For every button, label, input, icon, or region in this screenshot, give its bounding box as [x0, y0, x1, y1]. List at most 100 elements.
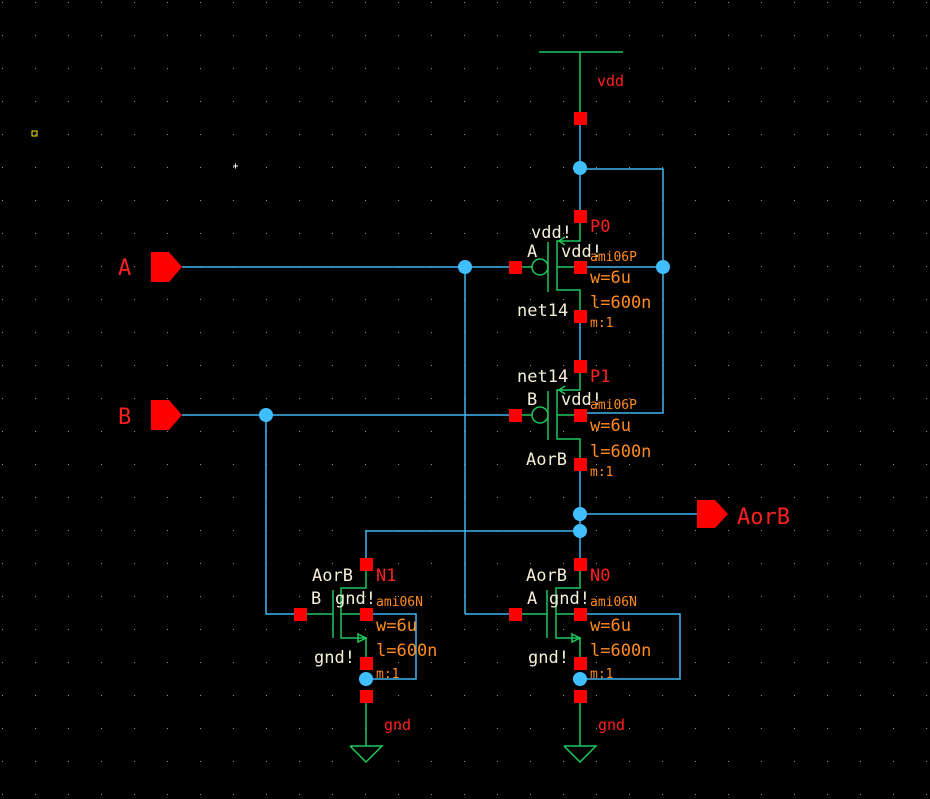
grid-dot [530, 200, 531, 201]
grid-dot [761, 233, 762, 234]
grid-dot [299, 299, 300, 300]
grid-dot [926, 35, 927, 36]
grid-dot [596, 35, 597, 36]
nmos-n0[interactable] [509, 558, 587, 703]
grid-dot [299, 35, 300, 36]
grid-dot [167, 464, 168, 465]
grid-dot [398, 101, 399, 102]
grid-dot [167, 167, 168, 168]
grid-dot [134, 761, 135, 762]
grid-dot [827, 200, 828, 201]
grid-dot [827, 794, 828, 795]
grid-dot [365, 299, 366, 300]
grid-dot [134, 35, 135, 36]
pmos-p1[interactable] [509, 360, 587, 471]
n0-m: m:1 [590, 667, 613, 682]
grid-dot [464, 695, 465, 696]
grid-dot [860, 266, 861, 267]
grid-dot [101, 35, 102, 36]
grid-dot [563, 233, 564, 234]
grid-dot [563, 431, 564, 432]
grid-dot [761, 101, 762, 102]
grid-dot [827, 233, 828, 234]
n1-drain-net: AorB [312, 566, 353, 586]
input-pin-b[interactable] [151, 400, 182, 430]
grid-dot [662, 101, 663, 102]
grid-dot [926, 596, 927, 597]
grid-dot [332, 563, 333, 564]
grid-dot [200, 497, 201, 498]
grid-dot [629, 464, 630, 465]
grid-dot [68, 365, 69, 366]
grid-dot [431, 200, 432, 201]
grid-dot [167, 761, 168, 762]
grid-dot [200, 233, 201, 234]
grid-dot [35, 563, 36, 564]
grid-dot [596, 629, 597, 630]
pmos-p0[interactable] [509, 210, 587, 323]
grid-dot [596, 68, 597, 69]
grid-dot [530, 695, 531, 696]
grid-dot [167, 299, 168, 300]
n1-gate-label: B [311, 589, 321, 609]
p1-bulk-label: vdd! [561, 390, 602, 410]
input-pin-a[interactable] [151, 252, 182, 282]
grid-dot [101, 299, 102, 300]
grid-dot [761, 68, 762, 69]
grid-dot [266, 299, 267, 300]
n1-bulk-label: gnd! [335, 589, 376, 609]
n1-model: ami06N [376, 595, 423, 610]
grid-dot [167, 794, 168, 795]
n0-drain-net: AorB [526, 566, 567, 586]
grid-dot [299, 233, 300, 234]
grid-dot [860, 233, 861, 234]
grid-dot [35, 794, 36, 795]
grid-dot [431, 662, 432, 663]
nmos-n1[interactable] [294, 558, 373, 703]
p1-w: w=6u [590, 416, 631, 436]
grid-dot [860, 794, 861, 795]
grid-dot [167, 629, 168, 630]
gnd-symbol-2[interactable] [563, 703, 598, 764]
grid-dot [167, 596, 168, 597]
grid-dot [893, 365, 894, 366]
grid-dot [332, 167, 333, 168]
vdd-symbol[interactable] [539, 51, 623, 125]
grid-dot [893, 530, 894, 531]
grid-dot [266, 629, 267, 630]
grid-dot [563, 662, 564, 663]
grid-dot [893, 431, 894, 432]
grid-dot [2, 398, 3, 399]
selection-marker[interactable] [31, 130, 38, 137]
grid-dot [629, 398, 630, 399]
grid-dot [794, 464, 795, 465]
p0-drain-net: net14 [517, 301, 568, 321]
grid-dot [596, 200, 597, 201]
grid-dot [167, 398, 168, 399]
grid-dot [167, 134, 168, 135]
grid-dot [926, 299, 927, 300]
grid-dot [728, 398, 729, 399]
grid-dot [233, 365, 234, 366]
grid-dot [2, 563, 3, 564]
grid-dot [728, 365, 729, 366]
grid-dot [233, 596, 234, 597]
grid-dot [530, 167, 531, 168]
output-pin-aorb[interactable] [697, 500, 728, 528]
grid-dot [596, 332, 597, 333]
grid-dot [233, 233, 234, 234]
grid-dot [530, 233, 531, 234]
grid-dot [431, 761, 432, 762]
grid-dot [200, 794, 201, 795]
grid-dot [299, 101, 300, 102]
grid-dot [431, 134, 432, 135]
grid-dot [2, 200, 3, 201]
grid-dot [68, 662, 69, 663]
gnd-label-2: gnd [598, 716, 625, 734]
grid-dot [266, 101, 267, 102]
gnd-symbol-1[interactable] [349, 703, 384, 764]
grid-dot [926, 332, 927, 333]
n0-name: N0 [590, 566, 610, 586]
grid-dot [629, 431, 630, 432]
